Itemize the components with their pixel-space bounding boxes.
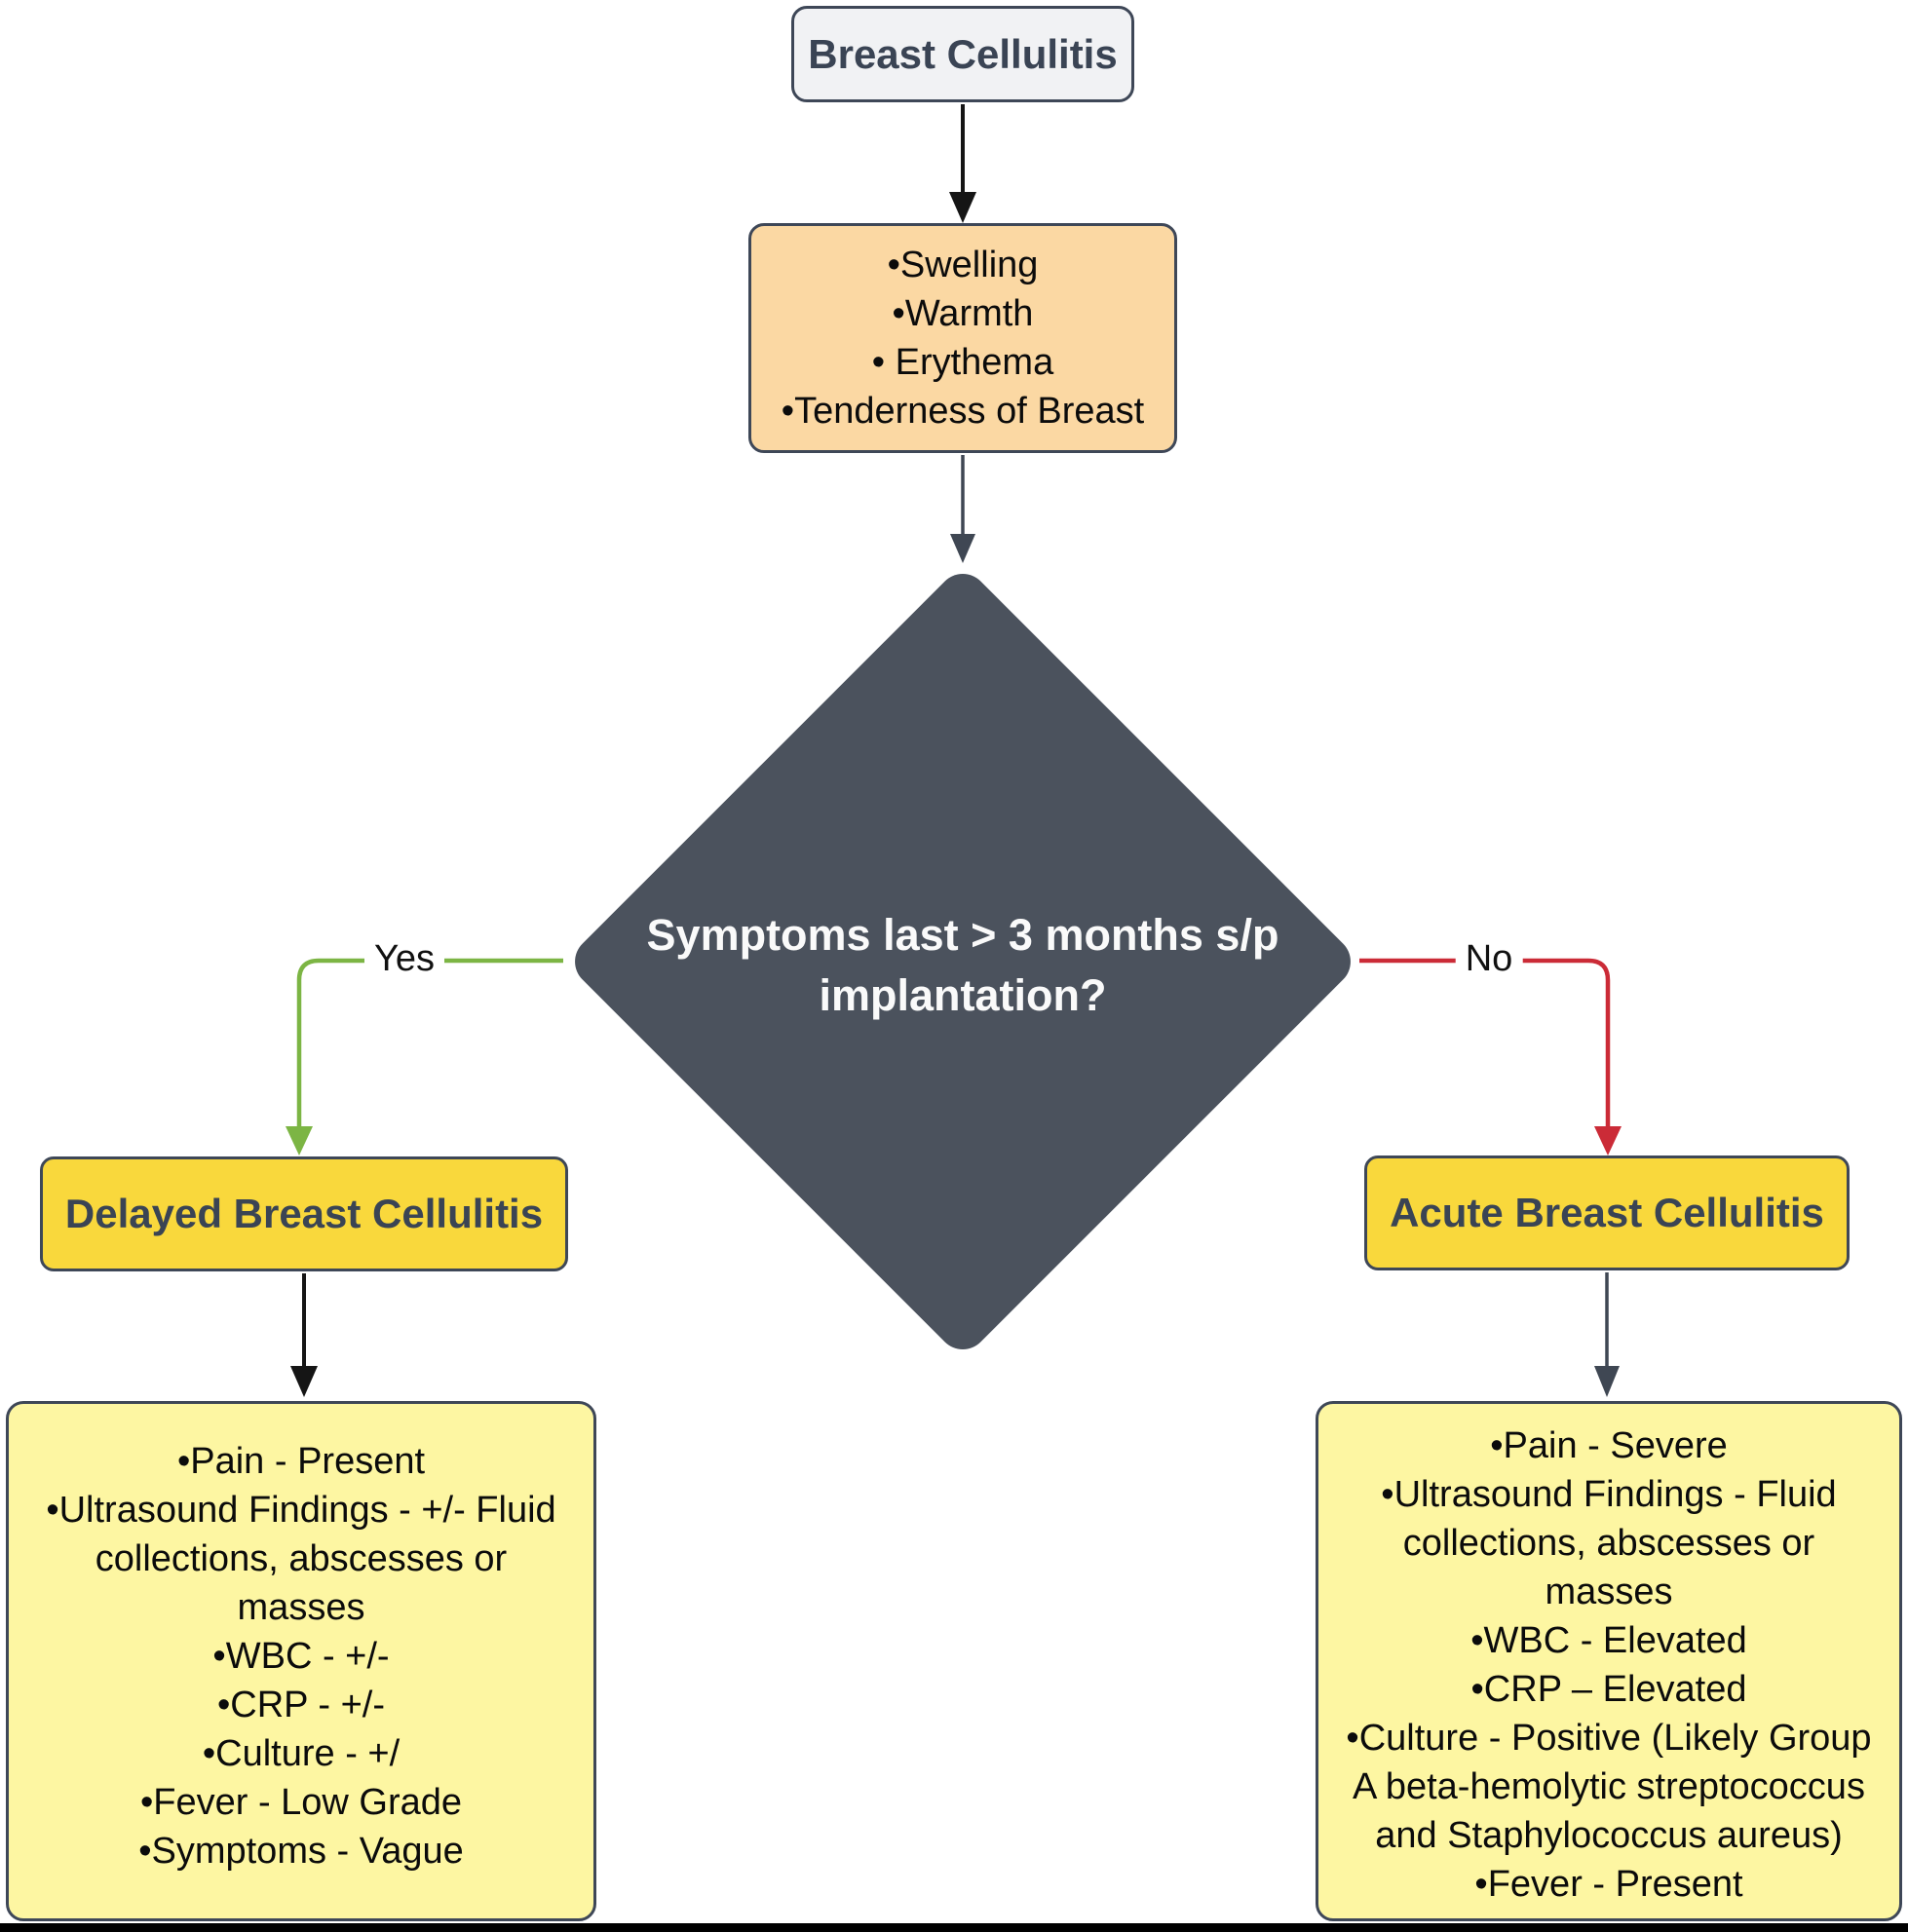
arrow-start-to-symptoms [949, 104, 976, 223]
acute-cellulitis-label: Acute Breast Cellulitis [1390, 1190, 1824, 1235]
findings-line: •Fever - Low Grade [139, 1782, 463, 1823]
symptom-line: •Swelling [887, 245, 1039, 285]
findings-line: •Ultrasound Findings - +/- Fluid [46, 1490, 556, 1531]
findings-line: •Ultrasound Findings - Fluid [1381, 1474, 1837, 1515]
findings-line: •Culture - Positive (Likely Group [1346, 1718, 1872, 1759]
findings-line: and Staphylococcus aureus) [1375, 1815, 1843, 1856]
bottom-edge-bar [0, 1923, 1908, 1932]
findings-line: •Pain - Severe [1490, 1425, 1728, 1466]
start-node: Breast Cellulitis [791, 6, 1134, 102]
symptoms-node: •Swelling •Warmth • Erythema •Tenderness… [748, 223, 1177, 453]
delayed-cellulitis-label: Delayed Breast Cellulitis [64, 1191, 544, 1236]
findings-line: collections, abscesses or [95, 1538, 508, 1579]
symptom-line: •Tenderness of Breast [781, 391, 1145, 432]
arrow-delayed-to-findings [290, 1273, 318, 1397]
symptom-line: • Erythema [871, 342, 1054, 383]
arrow-yes-branch [286, 958, 563, 1155]
findings-line: collections, abscesses or [1402, 1523, 1815, 1564]
arrow-acute-to-findings [1594, 1272, 1620, 1397]
findings-line: •Culture - +/ [202, 1733, 401, 1774]
delayed-findings-node: •Pain - Present •Ultrasound Findings - +… [6, 1401, 596, 1921]
findings-line: •WBC - +/- [212, 1636, 390, 1677]
decision-question-line2: implantation? [819, 970, 1107, 1020]
findings-line: masses [237, 1587, 365, 1628]
acute-cellulitis-node: Acute Breast Cellulitis [1364, 1155, 1850, 1270]
findings-line: •CRP - +/- [216, 1685, 386, 1725]
findings-line: masses [1545, 1572, 1673, 1612]
yes-edge-label: Yes [364, 937, 444, 980]
findings-line: •WBC - Elevated [1470, 1620, 1747, 1661]
decision-question-line1: Symptoms last > 3 months s/p [646, 910, 1279, 960]
findings-line: A beta-hemolytic streptococcus [1353, 1766, 1865, 1807]
arrow-symptoms-to-decision [950, 455, 975, 563]
start-node-label: Breast Cellulitis [808, 30, 1118, 77]
findings-line: •Pain - Present [176, 1441, 426, 1482]
acute-findings-node: •Pain - Severe •Ultrasound Findings - Fl… [1316, 1401, 1902, 1921]
symptom-line: •Warmth [892, 293, 1034, 334]
findings-line: •Fever - Present [1474, 1864, 1743, 1905]
findings-line: •Symptoms - Vague [138, 1831, 464, 1872]
delayed-cellulitis-node: Delayed Breast Cellulitis [40, 1156, 568, 1271]
no-edge-label: No [1455, 937, 1523, 980]
findings-line: •CRP – Elevated [1470, 1669, 1747, 1710]
arrow-no-branch [1359, 958, 1622, 1155]
decision-question: Symptoms last > 3 months s/p implantatio… [602, 905, 1323, 1026]
